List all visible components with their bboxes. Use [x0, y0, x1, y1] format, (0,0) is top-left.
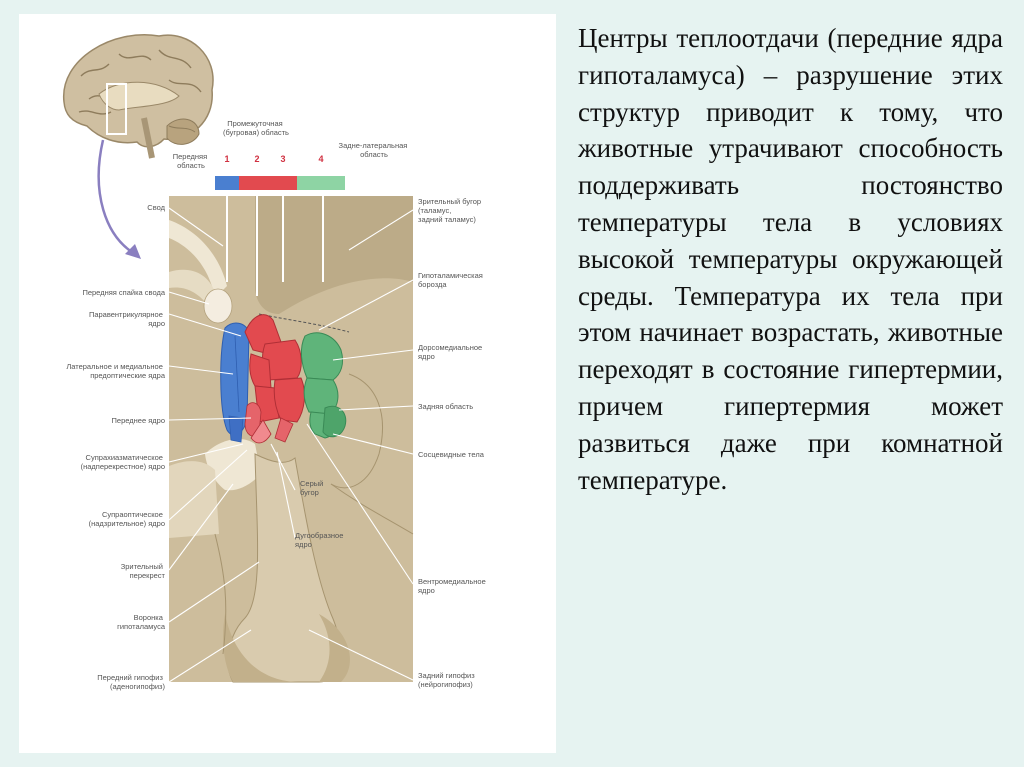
label-paraventricular-nucleus: Паравентрикулярное ядро [89, 310, 165, 328]
region-number-3: 3 [280, 154, 285, 164]
label-posterolateral-area: Задне-латеральная область [339, 141, 410, 159]
region-number-1: 1 [224, 154, 229, 164]
label-tuber-cinereum: Серый бугор [300, 479, 325, 497]
label-fornix: Свод [147, 203, 165, 212]
label-anterior-commissure: Передняя спайка свода [82, 288, 165, 297]
brain-overview [63, 34, 214, 159]
hypothalamus-figure: 1 2 3 4 Промежуточная (бугровая) область… [19, 14, 556, 753]
label-supraoptic-nucleus: Супраоптическое (надзрительное) ядро [89, 510, 165, 528]
slide-body-text: Центры теплоотдачи (передние ядра гипота… [578, 23, 1003, 495]
region-number-4: 4 [318, 154, 323, 164]
label-infundibulum: Воронка гипоталамуса [117, 613, 166, 631]
label-arcuate-nucleus: Дугообразное ядро [295, 531, 345, 549]
label-ventromedial-nucleus: Вентромедиальное ядро [418, 577, 488, 595]
region-numbers: 1 2 3 4 [224, 154, 323, 164]
label-posterior-pituitary: Задний гипофиз (нейрогипофиз) [418, 671, 477, 689]
label-mammillary-bodies: Сосцевидные тела [418, 450, 485, 459]
region-color-band [215, 176, 345, 190]
label-suprachiasmatic-nucleus: Супрахиазматическое (надперекрестное) яд… [81, 453, 165, 471]
label-thalamus: Зрительный бугор (таламус, задний таламу… [418, 197, 483, 224]
label-posterior-area: Задняя область [418, 402, 473, 411]
label-anterior-pituitary: Передний гипофиз (аденогипофиз) [97, 673, 165, 691]
label-dorsomedial-nucleus: Дорсомедиальное ядро [418, 343, 484, 361]
label-anterior-nucleus: Переднее ядро [112, 416, 165, 425]
label-preoptic-nuclei: Латеральное и медиальное предоптические … [66, 362, 166, 380]
label-optic-chiasm: Зрительный перекрест [121, 562, 166, 580]
leader-lines [168, 207, 414, 683]
label-intermediate-area: Промежуточная (бугровая) область [223, 119, 289, 137]
hypothalamus-diagram: 1 2 3 4 Промежуточная (бугровая) область… [63, 34, 488, 691]
section-drawing [169, 190, 414, 683]
label-hypothalamic-sulcus: Гипоталамическая борозда [418, 271, 485, 289]
label-anterior-area: Передняя область [173, 152, 209, 170]
region-number-2: 2 [254, 154, 259, 164]
pointer-arrow [97, 139, 141, 259]
